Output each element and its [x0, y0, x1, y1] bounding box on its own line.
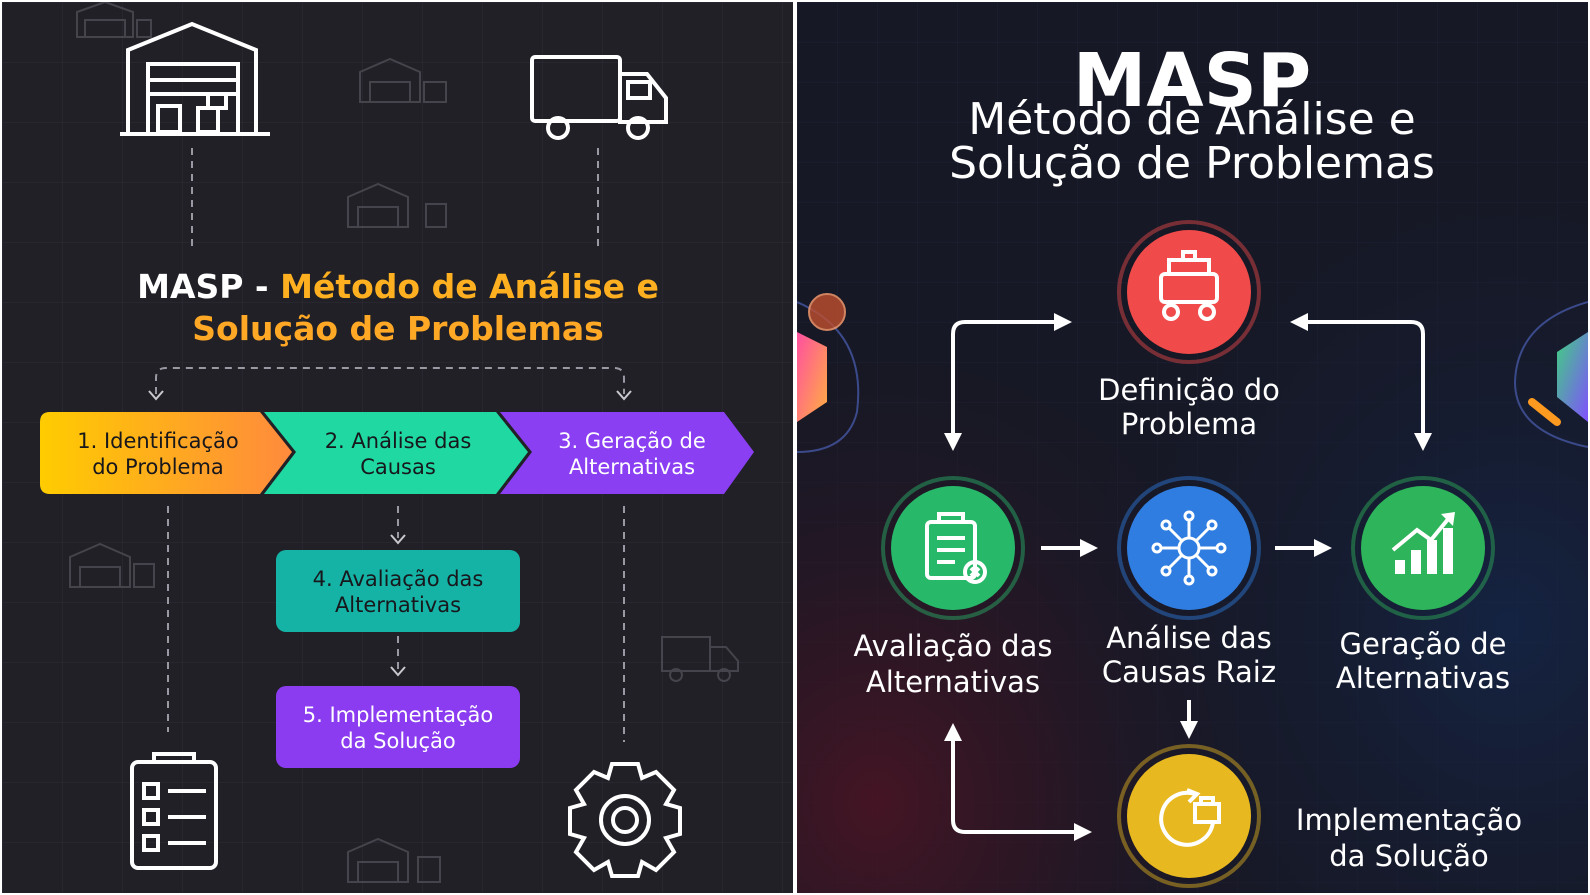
analise-circle — [1127, 486, 1251, 610]
geracao-line2: Alternativas — [1336, 661, 1510, 695]
left-title-line2: Solução de Problemas — [192, 309, 603, 348]
step2-chevron — [264, 412, 528, 494]
warehouse-icon — [76, 2, 152, 38]
step5-line1: 5. Implementação — [303, 703, 494, 727]
left-diagram-svg: MASP - Método de Análise e Solução de Pr… — [2, 2, 793, 893]
step4-line2: Alternativas — [335, 593, 461, 617]
step5-label: 5. Implementação da Solução — [303, 703, 494, 753]
gear-icon — [568, 762, 682, 878]
decorative-orb-right — [1557, 332, 1588, 422]
refresh-box-icon — [1159, 788, 1221, 847]
arrow-heads — [148, 390, 632, 677]
analise-line1: Análise das — [1106, 621, 1272, 655]
warehouse-icon — [359, 57, 447, 103]
flow-arrows — [944, 313, 1432, 841]
right-subtitle-line1: Método de Análise e — [968, 94, 1415, 145]
step2-line2: Causas — [360, 455, 436, 479]
step3-label: 3. Geração de Alternativas — [558, 429, 706, 479]
definicao-circle — [1127, 230, 1251, 354]
step2-label: 2. Análise das Causas — [325, 429, 472, 479]
avaliacao-line2: Alternativas — [866, 665, 1040, 699]
truck-icon — [661, 636, 739, 682]
step1-line2: do Problema — [92, 455, 224, 479]
right-subtitle-line2: Solução de Problemas — [949, 138, 1435, 189]
decorative-orb-left — [797, 332, 827, 422]
geracao-line1: Geração de — [1340, 627, 1507, 661]
panel-divider — [793, 0, 797, 895]
step1-chevron — [40, 412, 292, 494]
faded-warehouse-icons — [69, 2, 739, 883]
dashed-connectors — [155, 148, 625, 742]
warehouse-icon — [347, 182, 447, 228]
geracao-circle — [1361, 486, 1485, 610]
cart-icon — [1159, 250, 1219, 321]
truck-icon — [530, 55, 668, 140]
step4-label: 4. Avaliação das Alternativas — [313, 567, 484, 617]
title-prefix: MASP - — [137, 267, 280, 306]
decorative-dot — [808, 293, 846, 331]
step3-line2: Alternativas — [569, 455, 695, 479]
network-icon — [1151, 510, 1227, 586]
step1-line1: 1. Identificação — [77, 429, 238, 453]
step5-box — [276, 686, 520, 768]
definicao-line2: Problema — [1121, 407, 1257, 441]
left-title-line1: MASP - Método de Análise e — [137, 267, 659, 306]
step3-line1: 3. Geração de — [558, 429, 706, 453]
avaliacao-label: Avaliação das Alternativas — [854, 629, 1053, 699]
step3-chevron — [500, 412, 754, 494]
right-diagram-panel: MASP Método de Análise e Solução de Prob… — [797, 2, 1588, 893]
node-implementacao — [1117, 744, 1261, 888]
warehouse-icon — [120, 21, 270, 136]
growth-chart-icon — [1391, 512, 1455, 574]
decorative-stroke — [1528, 398, 1561, 426]
definicao-label: Definição do Problema — [1098, 373, 1280, 441]
analise-label: Análise das Causas Raiz — [1102, 621, 1276, 689]
title-highlight-line1: Método de Análise e — [280, 267, 659, 306]
background-glow-blue — [797, 2, 1588, 893]
right-diagram-svg: MASP Método de Análise e Solução de Prob… — [797, 2, 1588, 893]
left-diagram-panel: MASP - Método de Análise e Solução de Pr… — [2, 2, 793, 893]
step4-line1: 4. Avaliação das — [313, 567, 484, 591]
step4-box — [276, 550, 520, 632]
implementacao-label: Implementação da Solução — [1296, 803, 1522, 873]
implementacao-circle — [1127, 754, 1251, 878]
implementacao-line2: da Solução — [1329, 839, 1488, 873]
node-analise — [1117, 476, 1261, 620]
step1-label: 1. Identificação do Problema — [77, 429, 238, 479]
node-avaliacao — [881, 476, 1025, 620]
decorative-ring-right — [1513, 301, 1588, 448]
clipboard-icon — [925, 512, 987, 584]
step2-line1: 2. Análise das — [325, 429, 472, 453]
node-geracao — [1351, 476, 1495, 620]
step5-line2: da Solução — [340, 729, 455, 753]
avaliacao-line1: Avaliação das — [854, 629, 1053, 663]
geracao-label: Geração de Alternativas — [1336, 627, 1510, 695]
implementacao-line1: Implementação — [1296, 803, 1522, 837]
right-title: MASP — [1073, 38, 1311, 124]
definicao-line1: Definição do — [1098, 373, 1280, 407]
warehouse-icon — [69, 542, 155, 588]
warehouse-icon — [347, 837, 441, 883]
analise-line2: Causas Raiz — [1102, 655, 1276, 689]
node-definicao — [1117, 220, 1261, 364]
clipboard-icon — [130, 752, 218, 870]
